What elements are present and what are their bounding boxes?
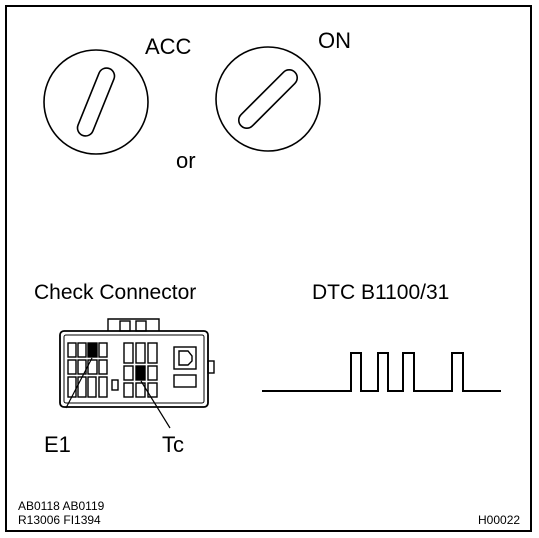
dtc-pulse-waveform [262,352,501,392]
tc-terminal-label: Tc [162,432,184,457]
reference-codes-line-1: AB0118 AB0119 [18,499,105,513]
on-label: ON [318,28,351,53]
check-connector-title: Check Connector [34,281,197,304]
acc-label: ACC [145,34,192,59]
dtc-title: DTC B1100/31 [312,281,450,304]
reference-codes-line-2: R13006 FI1394 [18,513,101,527]
acc-key-cylinder [43,49,149,155]
on-key-cylinder [215,46,321,152]
check-connector-drawing [59,318,215,429]
or-label: or [176,148,196,173]
diagram-frame [5,5,532,532]
e1-terminal-label: E1 [44,432,71,457]
figure-id: H00022 [478,513,521,527]
